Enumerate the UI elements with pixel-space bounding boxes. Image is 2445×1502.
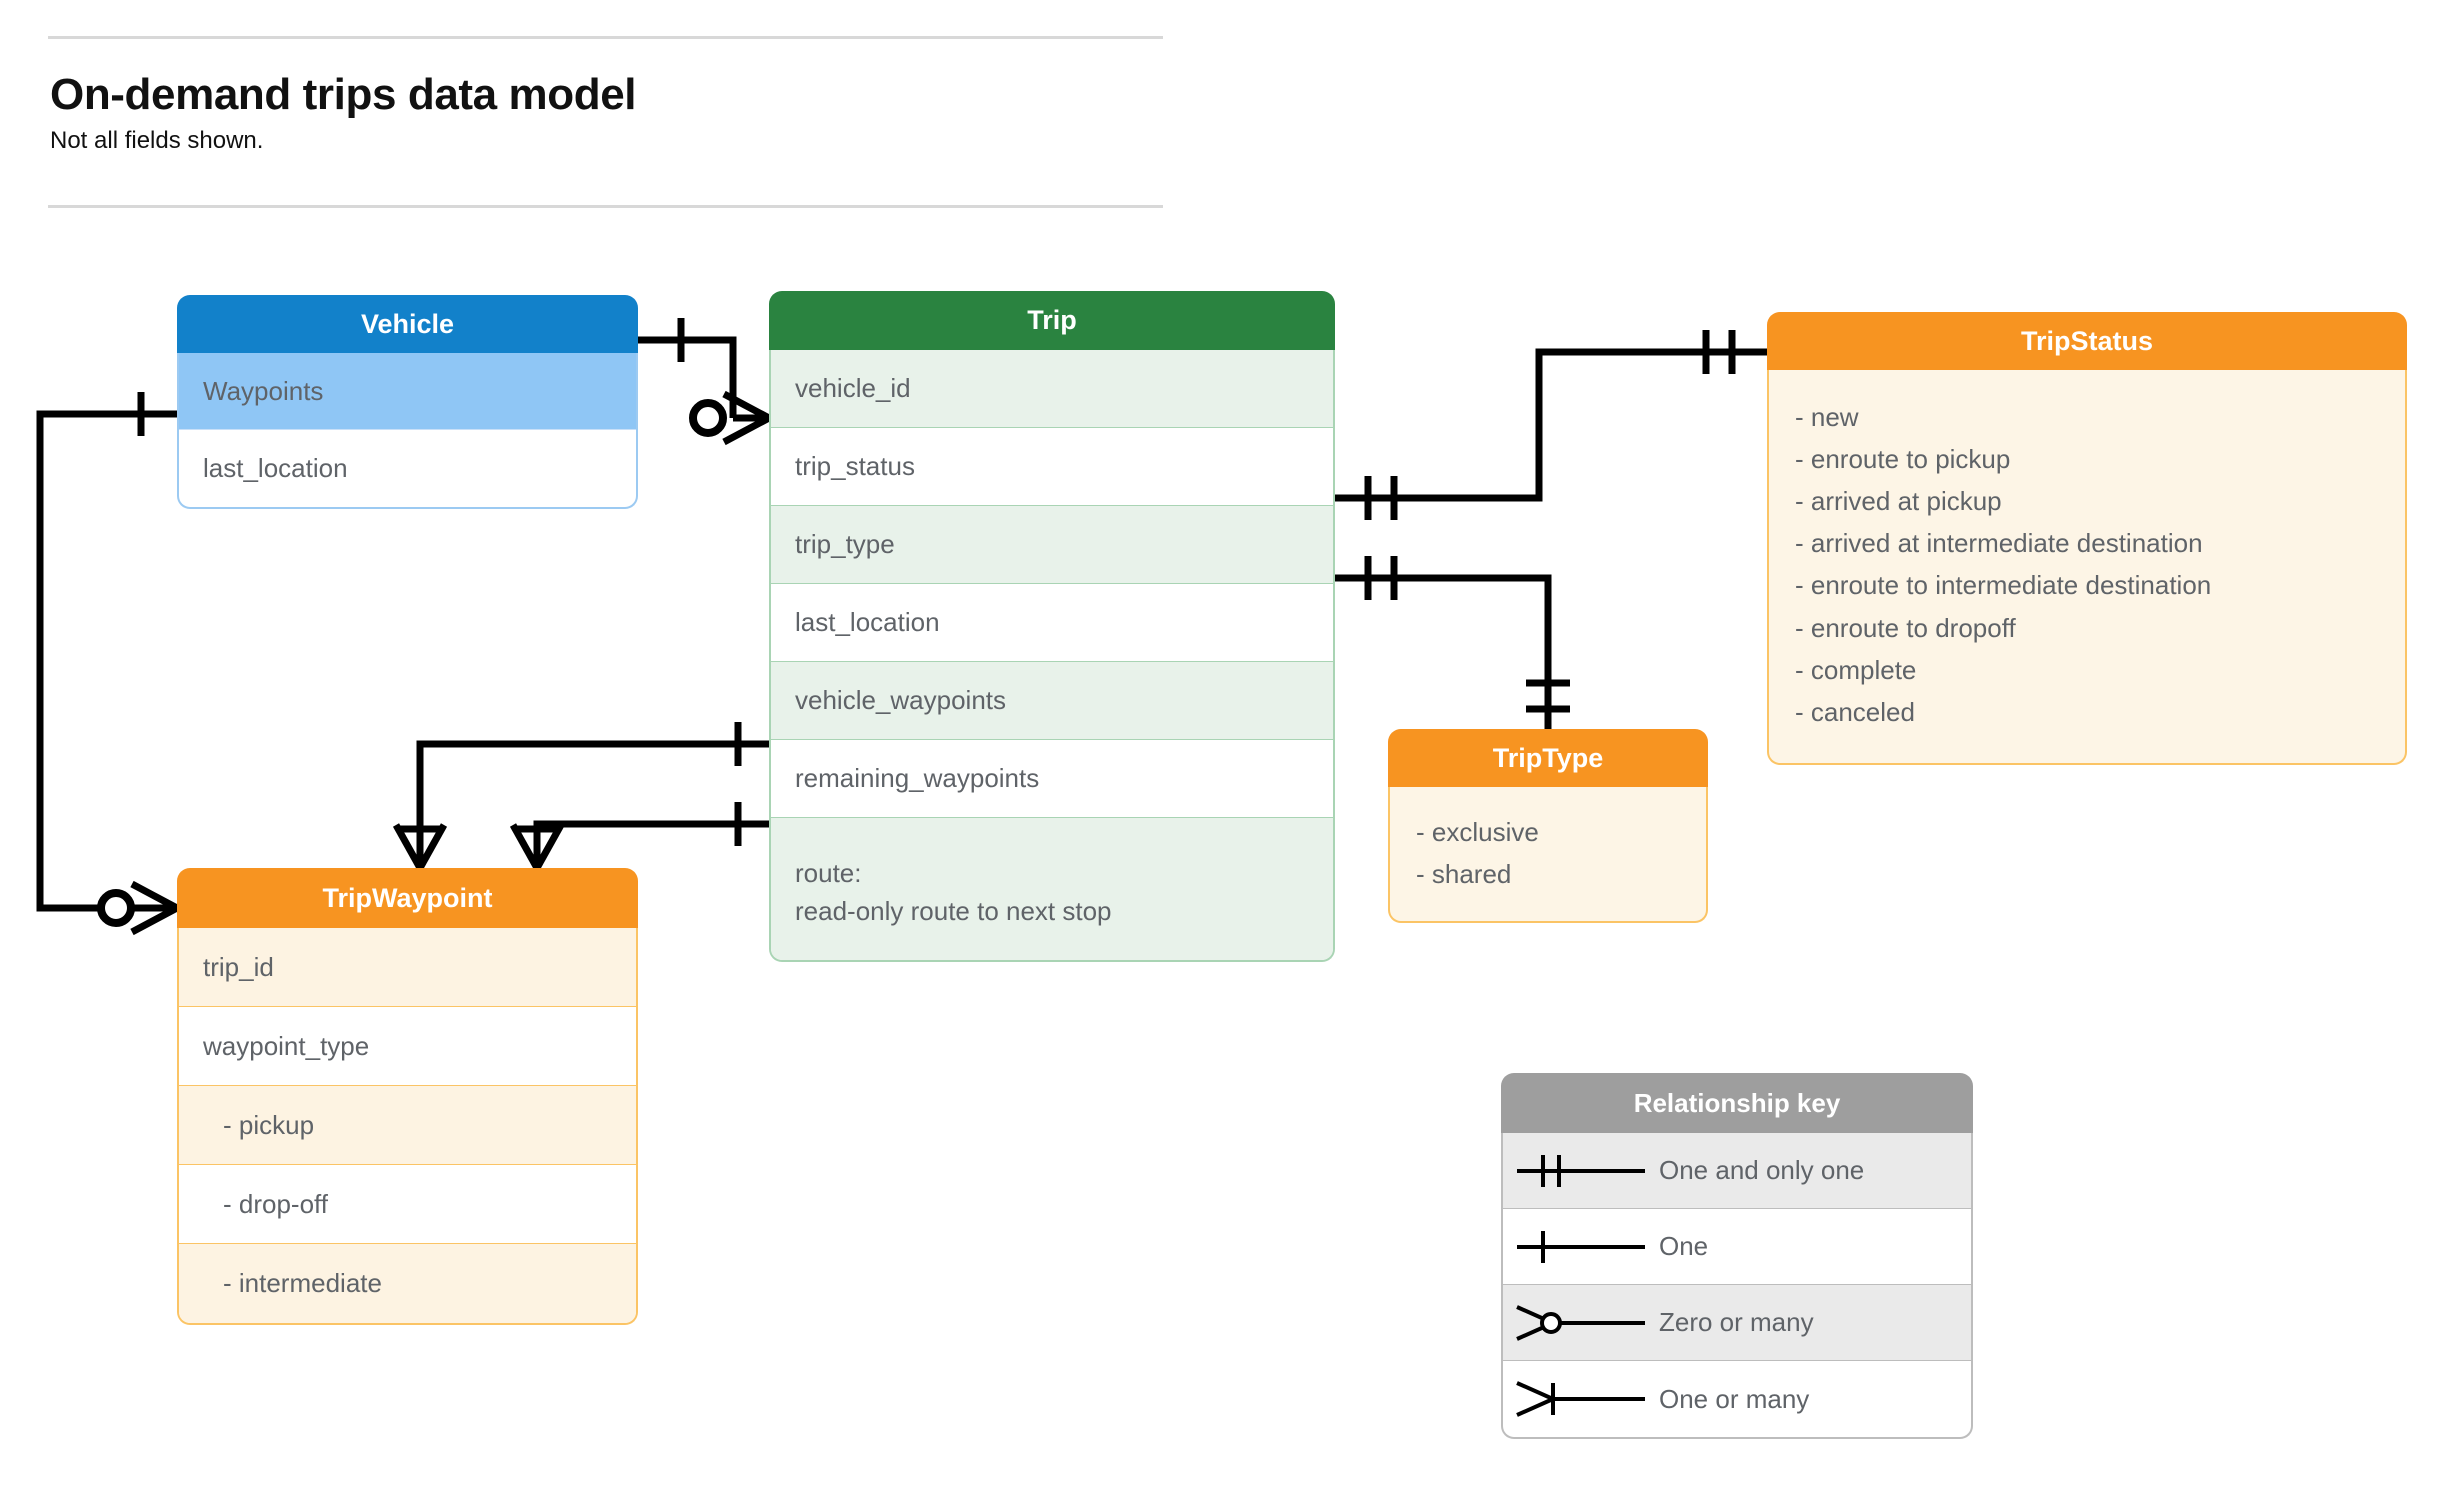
trip-type-value-shared: - shared [1416,859,1512,890]
wire-tripstatus [1335,348,1767,502]
trip-status-value-enroute-to-intermediate: - enroute to intermediate destination [1795,570,2212,601]
trip-status-value-complete: - complete [1795,654,1917,685]
legend-row-one-and-only-one: One and only one [1503,1133,1971,1209]
trip-status-value-arrived-at-intermediate: - arrived at intermediate destination [1795,528,2203,559]
entity-trip-type-title: TripType [1388,729,1708,787]
legend-label-one: One [1659,1231,1709,1261]
entity-trip-type[interactable]: TripType - exclusive - shared [1388,729,1708,924]
relationship-key-rows: One and only one One [1501,1133,1973,1439]
field-vehicle-waypoints[interactable]: Waypoints [179,353,636,430]
legend-row-one-or-many: One or many [1503,1361,1971,1437]
relationship-key: Relationship key One and only one [1501,1073,1973,1439]
zero-or-many-icon [1503,1298,1659,1348]
header-rule-bottom [48,205,1163,208]
entity-trip-waypoint[interactable]: TripWaypoint trip_id waypoint_type - pic… [177,868,638,1325]
legend-row-zero-or-many: Zero or many [1503,1285,1971,1361]
trip-status-value-enroute-to-pickup: - enroute to pickup [1795,444,2011,475]
legend-label-zero-or-many: Zero or many [1659,1307,1814,1337]
entity-trip-fields: vehicle_id trip_status trip_type last_lo… [769,350,1335,962]
field-trip-route-label: route: [795,858,862,888]
field-trip-vehicle-waypoints[interactable]: vehicle_waypoints [771,662,1333,740]
waypoint-type-intermediate: - intermediate [179,1244,636,1323]
entity-trip-type-values: - exclusive - shared [1388,787,1708,924]
document-header: On-demand trips data model Not all field… [48,36,1163,156]
legend-row-one: One [1503,1209,1971,1285]
wire-vehicle-waypoints-to-tripwaypoint [36,410,177,912]
waypoint-type-pickup: - pickup [179,1086,636,1165]
wire-triptype [1335,574,1552,729]
field-trip-trip-type[interactable]: trip_type [771,506,1333,584]
entity-vehicle-title: Vehicle [177,295,638,353]
entity-trip[interactable]: Trip vehicle_id trip_status trip_type la… [769,291,1335,962]
relationship-key-title: Relationship key [1501,1073,1973,1133]
entity-trip-title: Trip [769,291,1335,350]
header-rule-top [48,36,1163,39]
field-tripwaypoint-waypoint-type[interactable]: waypoint_type [179,1007,636,1086]
wire-vehicle-to-trip [638,336,737,418]
field-trip-route-detail: read-only route to next stop [795,896,1112,927]
one-or-many-icon [1503,1374,1659,1424]
entity-trip-status-title: TripStatus [1767,312,2407,370]
crowsfoot-tripwaypoint-header [130,880,179,936]
page-subtitle: Not all fields shown. [50,127,264,155]
field-trip-last-location[interactable]: last_location [771,584,1333,662]
crowsfoot-tripwaypoint-left [392,823,448,870]
wire-vehicle-waypoints-trip [416,740,769,868]
legend-label-one-and-only-one: One and only one [1659,1155,1865,1185]
waypoint-type-drop-off: - drop-off [179,1165,636,1244]
zero-circle-tripwaypoint-header [97,889,135,927]
entity-vehicle-fields: Waypoints last_location [177,353,638,509]
entity-trip-status[interactable]: TripStatus - new - enroute to pickup - a… [1767,312,2407,765]
crowsfoot-tripwaypoint-right [509,823,565,870]
field-trip-trip-status[interactable]: trip_status [771,428,1333,506]
field-trip-remaining-waypoints[interactable]: remaining_waypoints [771,740,1333,818]
field-tripwaypoint-trip-id[interactable]: trip_id [179,928,636,1007]
legend-label-one-or-many: One or many [1659,1383,1810,1414]
field-trip-vehicle-id[interactable]: vehicle_id [771,350,1333,428]
trip-status-value-new: - new [1795,402,1859,432]
wire-remaining-waypoints-trip [533,820,769,868]
zero-circle-trip-vehicle-id [689,399,727,437]
entity-trip-waypoint-fields: trip_id waypoint_type - pickup - drop-of… [177,928,638,1325]
trip-status-value-enroute-to-dropoff: - enroute to dropoff [1795,612,2016,643]
entity-trip-status-values: - new - enroute to pickup - arrived at p… [1767,370,2407,765]
page-title: On-demand trips data model [50,70,637,119]
trip-status-value-canceled: - canceled [1795,696,1915,727]
trip-status-value-arrived-at-pickup: - arrived at pickup [1795,486,2002,517]
entity-trip-waypoint-title: TripWaypoint [177,868,638,928]
field-trip-route[interactable]: route: read-only route to next stop [771,818,1333,960]
one-icon [1503,1222,1659,1272]
crowsfoot-trip-vehicle-id [722,390,771,446]
one-and-only-one-icon [1503,1146,1659,1196]
field-vehicle-last-location[interactable]: last_location [203,453,348,483]
entity-vehicle[interactable]: Vehicle Waypoints last_location [177,295,638,509]
trip-type-value-exclusive: - exclusive [1416,817,1539,847]
